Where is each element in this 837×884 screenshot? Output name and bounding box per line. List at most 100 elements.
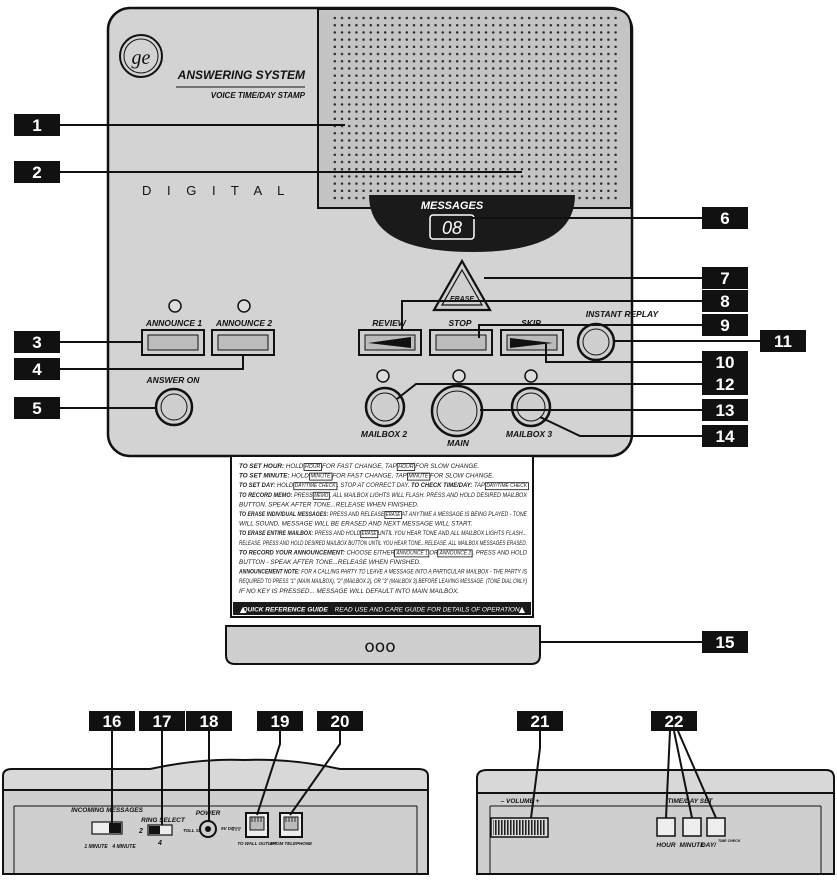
from-telephone-label: FROM TELEPHONE <box>270 841 313 846</box>
day-time-check-button[interactable] <box>706 817 726 837</box>
quick-ref-footer-text: READ USE AND CARE GUIDE FOR DETAILS OF O… <box>335 607 522 614</box>
review-label: REVIEW <box>372 318 407 328</box>
messages-counter-window <box>429 214 475 240</box>
messages-label: MESSAGES <box>421 200 484 212</box>
incoming-messages-label: INCOMING MESSAGES <box>71 807 144 814</box>
callout-2-box <box>14 161 60 183</box>
quick-ref-arrow-right: ▲ <box>519 605 526 614</box>
time-day-set-label: TIME/DAY SET <box>668 798 714 805</box>
quick-ref-line: TO ERASE INDIVIDUAL MESSAGES: PRESS AND … <box>239 511 528 518</box>
announce1-led <box>168 299 182 313</box>
minute-button[interactable] <box>682 817 702 837</box>
callout-5: 5 <box>32 399 41 418</box>
quick-ref-arrow-left: ▲ <box>240 605 247 614</box>
speaker-grill <box>332 16 620 202</box>
callout-8-box <box>702 290 748 312</box>
callout-12: 12 <box>716 375 735 394</box>
callout-15: 15 <box>716 633 735 652</box>
key-box <box>484 482 529 491</box>
quick-ref-line: REQUIRED TO PRESS "1" (MAIN MAILBOX), "2… <box>239 578 527 585</box>
callout-14-box <box>702 425 748 447</box>
callout-10: 10 <box>716 353 735 372</box>
main-led <box>452 369 466 383</box>
callout-21: 21 <box>531 712 550 731</box>
quick-ref-line: ANNOUNCEMENT NOTE: FOR A CALLING PARTY T… <box>238 569 527 576</box>
quick-ref-line: TO ERASE ENTIRE MAILBOX: PRESS AND HOLD … <box>239 530 527 537</box>
quick-ref-line: TO RECORD YOUR ANNOUNCEMENT: CHOOSE EITH… <box>239 549 527 556</box>
mailbox3-led <box>524 369 538 383</box>
to-wall-outlet-jack[interactable] <box>245 812 269 838</box>
time-check-label: TIME CHECK <box>718 839 741 843</box>
main-label: MAIN <box>447 438 470 448</box>
review-button[interactable] <box>358 329 422 356</box>
forward-wedge-icon <box>510 338 553 348</box>
quick-ref-line: RELEASE. PRESS AND HOLD DESIRED MAILBOX … <box>239 540 527 547</box>
side-view: – VOLUME + TIME/DAY SET HOUR MINUTE DAY/… <box>476 769 835 875</box>
quick-ref-footer-title: QUICK REFERENCE GUIDE <box>243 607 329 614</box>
mailbox3-button[interactable] <box>510 386 552 428</box>
day-label: DAY/ <box>701 842 717 849</box>
power-spec: 9V DC <box>221 826 235 831</box>
back-view: INCOMING MESSAGES 1 MINUTE 4 MINUTE RING… <box>1 758 429 875</box>
stop-button[interactable] <box>429 329 493 356</box>
key-box <box>360 530 379 539</box>
minute-label: MINUTE <box>680 842 706 849</box>
top-view: MESSAGES 08 ge ANSWERING SYSTEM VOICE TI… <box>106 6 660 458</box>
callout-8: 8 <box>720 292 729 311</box>
quick-ref-line: BUTTON - SPEAK AFTER TONE...RELEASE WHEN… <box>239 559 421 566</box>
key-box <box>293 482 338 491</box>
messages-counter-value: 08 <box>442 218 462 238</box>
toll-saver-label: TOLL SAVER <box>183 828 212 833</box>
callout-14: 14 <box>716 427 735 446</box>
mailbox3-label: MAILBOX 3 <box>506 429 553 439</box>
quick-ref-line: TO SET HOUR: HOLD HOUR FOR FAST CHANGE, … <box>239 463 479 470</box>
callout-15-box <box>702 631 748 653</box>
volume-wheel[interactable] <box>490 817 549 838</box>
callout-1-box <box>14 114 60 136</box>
announce2-led <box>237 299 251 313</box>
callout-11: 11 <box>774 332 792 351</box>
key-box <box>407 472 431 481</box>
callout-21-box <box>517 711 563 731</box>
quick-ref-line: TO SET DAY: HOLD DAY/TIME CHECK . STOP A… <box>239 482 527 489</box>
im-minute1: 1 MINUTE <box>84 844 108 850</box>
erase-button[interactable]: ERASE <box>432 258 492 312</box>
callout-13-box <box>702 399 748 421</box>
callout-1: 1 <box>32 116 41 135</box>
callout-9: 9 <box>720 316 729 335</box>
callout-22-box <box>651 711 697 731</box>
callout-12-box <box>702 373 748 395</box>
quick-ref-line: TO SET MINUTE: HOLD MINUTE FOR FAST CHAN… <box>239 473 494 480</box>
card-drawer[interactable]: ooo <box>225 625 541 665</box>
from-telephone-jack[interactable] <box>279 812 303 838</box>
callout-2: 2 <box>32 163 41 182</box>
ring-4-label: 4 <box>157 840 162 847</box>
hour-button[interactable] <box>656 817 676 837</box>
to-wall-outlet-label: TO WALL OUTLET <box>237 841 278 846</box>
quick-ref-line: BUTTON. SPEAK AFTER TONE...RELEASE WHEN … <box>239 501 419 508</box>
announce1-label: ANNOUNCE 1 <box>145 318 202 328</box>
svg-text:ERASE: ERASE <box>450 296 474 303</box>
quick-ref-line: WILL SOUND, MESSAGE WILL BE ERASED AND N… <box>239 521 472 528</box>
mailbox2-button[interactable] <box>364 386 406 428</box>
key-box <box>309 472 333 481</box>
callout-19-box <box>257 711 303 731</box>
callout-leaders <box>60 124 760 825</box>
callout-18: 18 <box>200 712 219 731</box>
key-box <box>437 549 473 558</box>
svg-text:ge: ge <box>132 47 151 69</box>
key-box <box>384 511 403 519</box>
skip-button[interactable] <box>500 329 564 356</box>
im-minute4: 4 MINUTE <box>111 844 136 850</box>
key-box <box>312 491 330 500</box>
callout-6: 6 <box>720 209 729 228</box>
callout-13: 13 <box>716 401 735 420</box>
callout-22: 22 <box>665 712 684 731</box>
ring-select-label: RING SELECT <box>141 817 186 824</box>
callout-20-box <box>317 711 363 731</box>
callout-3: 3 <box>32 333 41 352</box>
answer-on-label: ANSWER ON <box>146 375 201 385</box>
callout-17: 17 <box>153 712 172 731</box>
main-button[interactable] <box>430 384 484 438</box>
